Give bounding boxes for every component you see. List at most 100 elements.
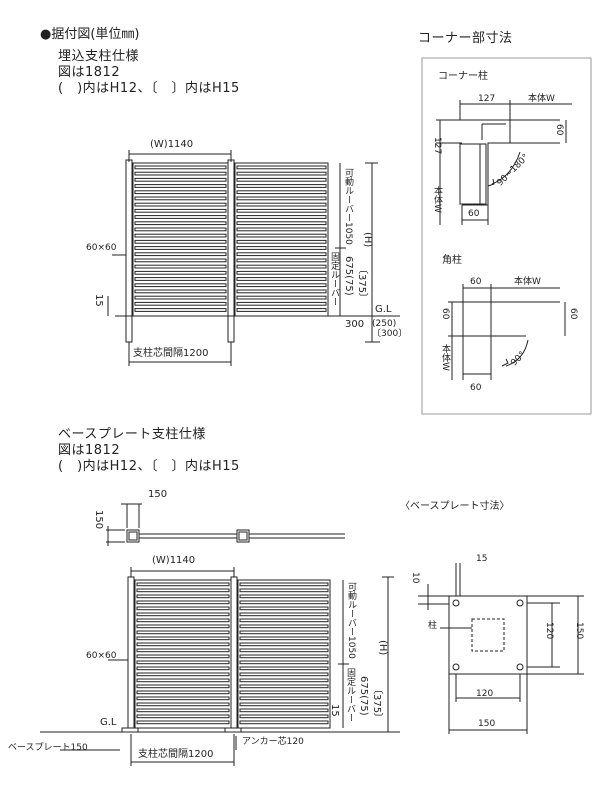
- louver-slat: [236, 221, 327, 226]
- louver-slat: [239, 714, 329, 719]
- louver-slat: [136, 684, 230, 689]
- louver-slat: [239, 618, 329, 623]
- louver-slat: [239, 630, 329, 635]
- louver-slat: [236, 258, 327, 263]
- square-60-top: 60: [470, 277, 482, 287]
- square-60-left: 60: [440, 308, 450, 320]
- louver-slat: [136, 606, 230, 611]
- embedded-fence: [107, 150, 400, 366]
- plate-dim-120-bottom: 120: [476, 689, 494, 699]
- embedded-300: 300: [345, 319, 365, 330]
- embedded-dim-15: 15: [93, 294, 104, 307]
- louver-slat: [136, 636, 230, 641]
- baseplate-width-label: (W)1140: [152, 555, 196, 566]
- louver-slat: [239, 636, 329, 641]
- louver-slat: [236, 277, 327, 281]
- louver-slat: [236, 264, 327, 269]
- baseplate-fence: [40, 567, 400, 766]
- louver-slat: [236, 227, 327, 232]
- baseplate-plate-label: ベースプレート150: [8, 743, 88, 753]
- louver-slat: [134, 190, 227, 195]
- louver-slat: [136, 696, 230, 701]
- louver-slat: [239, 624, 329, 629]
- louver-slat: [136, 618, 230, 623]
- louver-slat: [239, 702, 329, 707]
- louver-slat: [134, 252, 227, 257]
- louver-slat: [239, 720, 329, 725]
- louver-slat: [239, 690, 329, 695]
- baseplate-fixed-louver: 固定ルーバー: [345, 668, 355, 722]
- embedded-fixed-dims2: 〔375〕: [356, 264, 367, 304]
- baseplate-figure-note: 図は1812: [58, 443, 121, 458]
- baseplate-gl-label: G.L: [100, 717, 117, 728]
- embedded-width-label: (W)1140: [150, 139, 194, 150]
- louver-slat: [236, 295, 327, 300]
- louver-slat: [236, 202, 327, 207]
- baseplate-pitch-label: 支柱芯間隔1200: [138, 749, 214, 760]
- louver-slat: [239, 588, 329, 593]
- plate-post-label: 柱: [428, 621, 438, 631]
- embedded-figure-note: 図は1812: [58, 65, 121, 80]
- louver-slat: [134, 301, 227, 306]
- square-60-right: 60: [568, 308, 578, 320]
- corner-60-bottom: 60: [468, 209, 480, 219]
- baseplate-dim-15: 15: [329, 704, 340, 717]
- louver-slat: [236, 270, 327, 275]
- baseplate-top-150-v: 150: [93, 510, 104, 530]
- louver-slat: [134, 208, 227, 213]
- louver-slat: [134, 215, 227, 219]
- corner-honntai-left: 本体W: [432, 186, 442, 213]
- louver-slat: [236, 289, 327, 294]
- embedded-height-label: (H): [362, 232, 373, 248]
- louver-slat: [236, 246, 327, 250]
- baseplate-fixed-dims2: 〔375〕: [371, 684, 382, 724]
- louver-slat: [236, 184, 327, 188]
- louver-slat: [239, 600, 329, 605]
- louver-slat: [134, 264, 227, 269]
- corner-honntai-top: 本体W: [528, 94, 555, 104]
- louver-slat: [136, 624, 230, 629]
- embedded-post-label: 60×60: [86, 243, 117, 253]
- louver-slat: [136, 642, 230, 647]
- baseplate-bracket-note: ( )内はH12、〔 〕内はH15: [58, 459, 240, 474]
- louver-slat: [236, 177, 327, 182]
- louver-slat: [136, 672, 230, 677]
- louver-slat: [134, 270, 227, 275]
- louver-slat: [134, 295, 227, 300]
- louver-slat: [134, 227, 227, 232]
- louver-slat: [239, 654, 329, 659]
- louver-slat: [136, 630, 230, 635]
- page-title: ●据付図(単位㎜): [40, 27, 140, 42]
- louver-slat: [136, 660, 230, 665]
- baseplate-fixed-dims: 675(75): [358, 676, 369, 716]
- plate-dim-120-right: 120: [544, 622, 554, 640]
- louver-slat: [136, 654, 230, 659]
- square-honntai-top: 本体W: [514, 277, 541, 287]
- embedded-movable-louver: 可動ルーバー1050: [343, 168, 353, 245]
- louver-slat: [239, 684, 329, 689]
- louver-slat: [136, 582, 230, 587]
- corner-box: [421, 57, 592, 415]
- louver-slat: [136, 588, 230, 593]
- baseplate-post-label: 60×60: [86, 651, 117, 661]
- louver-slat: [136, 612, 230, 617]
- louver-slat: [134, 221, 227, 226]
- louver-slat: [136, 714, 230, 719]
- louver-slat: [136, 690, 230, 695]
- plate-dim-15: 15: [476, 554, 488, 564]
- louver-slat: [239, 672, 329, 677]
- baseplate-dims: [418, 563, 584, 734]
- louver-slat: [239, 606, 329, 611]
- plate-dim-150-right: 150: [574, 622, 584, 640]
- louver-slat: [136, 720, 230, 725]
- louver-slat: [134, 289, 227, 294]
- louver-slat: [134, 184, 227, 188]
- louver-slat: [134, 277, 227, 281]
- embedded-gl-label: G.L: [375, 304, 392, 315]
- louver-slat: [239, 594, 329, 599]
- corner-post-title: コーナー柱: [438, 71, 488, 82]
- corner-title: コーナー部寸法: [418, 31, 513, 46]
- louver-slat: [236, 239, 327, 244]
- louver-slat: [239, 582, 329, 587]
- louver-slat: [236, 301, 327, 306]
